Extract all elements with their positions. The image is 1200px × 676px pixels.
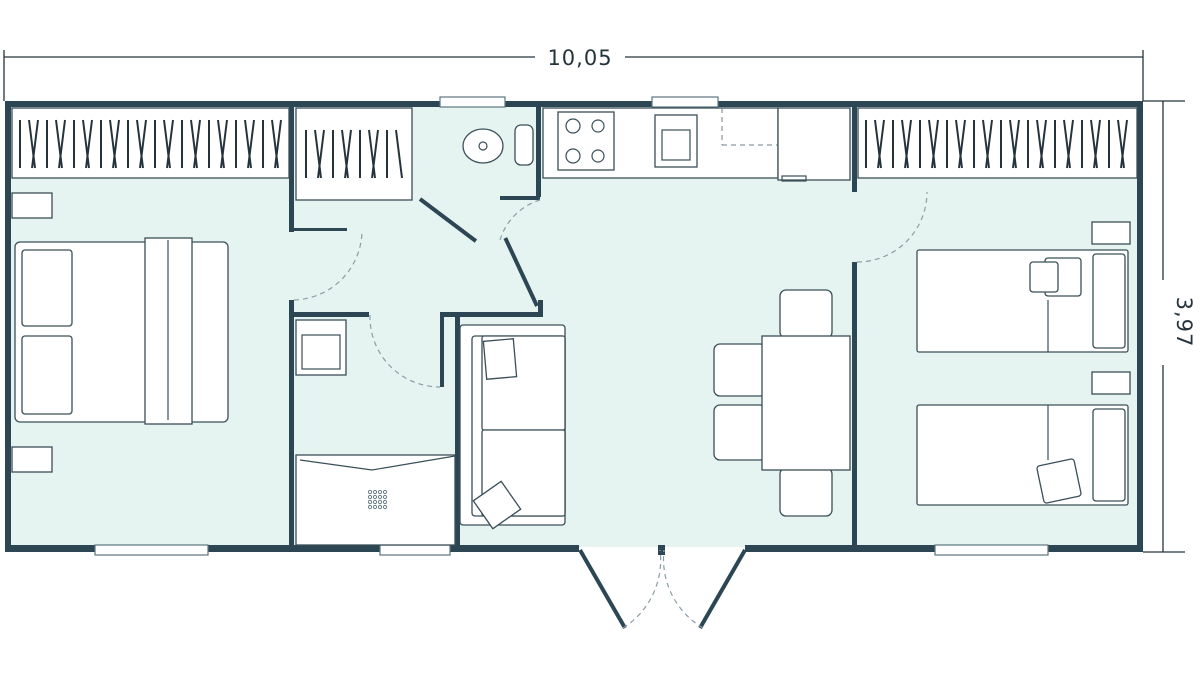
window-wc [439,96,506,108]
drain-hole [382,489,388,495]
cushion [472,480,522,530]
clothes-hanger [985,119,993,169]
chair [779,289,833,339]
door-bedroom-2 [856,191,928,263]
drain-hole [377,494,383,500]
clothes-hanger [958,119,966,169]
clothes-hanger [371,129,379,179]
single-bed-1 [916,249,1129,353]
clothes-hanger [1012,119,1020,169]
depth-dimension-label: 3,97 [1172,297,1196,348]
depth-dimension: 3,97 [1143,100,1196,553]
clothes-hanger [220,119,228,169]
stove-hob [557,111,615,171]
window-bedroom-1 [94,544,209,556]
drain-hole [367,504,373,510]
chair [713,343,767,397]
kitchen-sink [654,114,698,168]
sofa [459,324,566,530]
window-bathroom [379,544,451,556]
drain-hole [367,499,373,505]
window-kitchen [651,96,719,108]
drain-hole [377,499,383,505]
wardrobe-hall [295,107,413,201]
clothes-hanger [274,119,282,169]
drain-hole [372,494,378,500]
interior-walls [289,107,857,555]
clothes-hanger [247,119,255,169]
clothes-hanger [1093,119,1101,169]
clothes-hanger [931,119,939,169]
chair [779,467,833,517]
double-bed [14,237,229,425]
single-bed-2 [916,404,1129,506]
width-dimension-label: 10,05 [547,46,612,70]
toilet [462,124,534,166]
drain-hole [372,499,378,505]
clothes-hanger [31,119,39,169]
clothes-hanger [85,119,93,169]
pillow [1029,261,1059,293]
kitchen-counter [542,107,851,182]
clothes-hanger [317,129,325,179]
clothes-hanger [877,119,885,169]
drain-hole [372,489,378,495]
clothes-hanger [344,129,352,179]
cushion [482,338,518,380]
nightstand [11,446,53,473]
width-dimension: 10,05 [3,46,1144,101]
fridge [777,107,851,181]
chair [713,404,767,461]
drain-hole [382,504,388,510]
pillow [1036,458,1082,504]
drain-hole [367,494,373,500]
clothes-hanger [193,119,201,169]
clothes-hanger [904,119,912,169]
clothes-hanger [1039,119,1047,169]
dining-table [713,289,851,517]
drain-hole [377,489,383,495]
clothes-hanger [395,129,403,179]
door-wc [499,199,541,307]
clothes-hanger [112,119,120,169]
nightstand [1091,221,1131,245]
window-bedroom-2 [934,544,1049,556]
drain-hole [377,504,383,510]
wardrobe-bedroom-1 [11,107,290,179]
clothes-hanger [139,119,147,169]
entrance-double-door[interactable] [578,549,747,629]
clothes-hanger [58,119,66,169]
drain-hole [367,489,373,495]
drain-hole [372,504,378,510]
nightstand [11,192,53,219]
clothes-hanger [1066,119,1074,169]
nightstand [1091,371,1131,395]
bathroom-sink [295,319,347,376]
clothes-hanger [1120,119,1128,169]
drain-hole [382,499,388,505]
shower [295,454,456,546]
door-bedroom-1 [293,229,363,301]
door-bathroom [369,314,444,388]
door-closet [418,197,478,243]
drain-hole [382,494,388,500]
clothes-hanger [166,119,174,169]
wardrobe-bedroom-2 [857,107,1138,179]
